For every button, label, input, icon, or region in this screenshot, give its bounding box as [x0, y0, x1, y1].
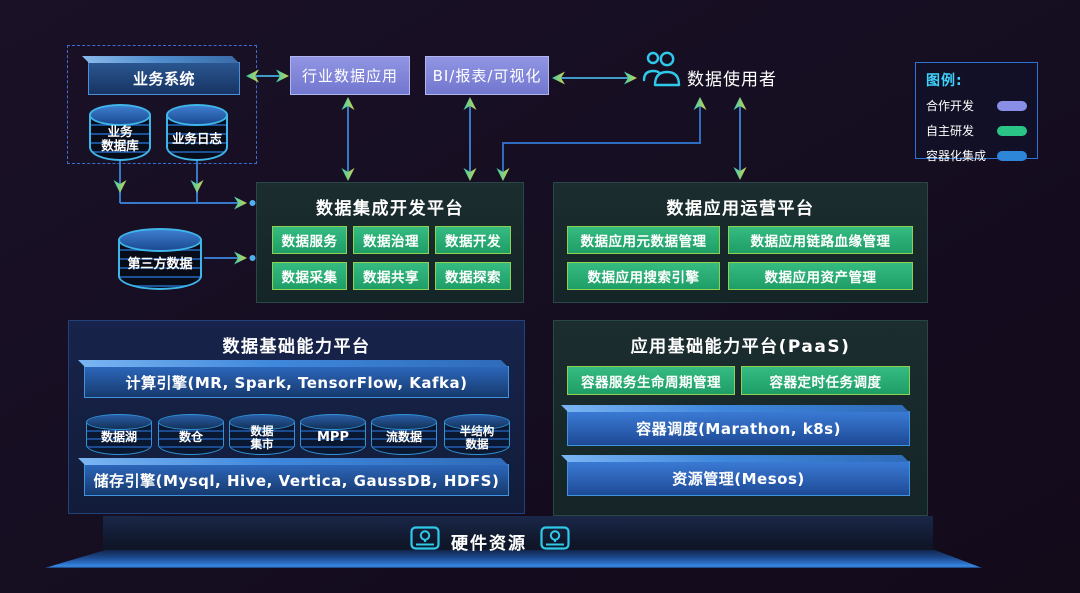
module-container-cron: 容器定时任务调度 [741, 366, 910, 395]
business-db-label: 业务 数据库 [101, 123, 139, 153]
third-party-data-cylinder: 第三方数据 [118, 228, 202, 290]
legend-swatch-purple [997, 100, 1027, 111]
module-data-collect: 数据采集 [272, 262, 347, 290]
store-semistruct-label: 半结构 数据 [459, 423, 495, 451]
legend-swatch-green [997, 125, 1027, 136]
business-log-cylinder: 业务日志 [166, 104, 228, 161]
integration-platform-title: 数据集成开发平台 [316, 199, 464, 219]
store-semistruct-cylinder: 半结构 数据 [444, 414, 510, 455]
cylinder-top [371, 414, 437, 430]
store-stream-cylinder: 流数据 [371, 414, 437, 455]
legend-swatch-blue [997, 150, 1027, 161]
module-app-search: 数据应用搜索引擎 [567, 262, 720, 290]
module-app-metadata: 数据应用元数据管理 [567, 226, 720, 254]
module-app-lineage: 数据应用链路血缘管理 [728, 226, 913, 254]
arrow-bi-integration [463, 97, 477, 181]
arrow-industry-integration [341, 97, 355, 181]
data-user-label: 数据使用者 [687, 70, 777, 90]
module-app-asset: 数据应用资产管理 [728, 262, 913, 290]
legend-label-self: 自主研发 [926, 124, 975, 138]
legend-label-coop: 合作开发 [926, 99, 975, 113]
cylinder-top [229, 414, 295, 430]
third-party-data-label: 第三方数据 [127, 257, 193, 273]
arrow-sources-integration [113, 161, 256, 210]
arrow-bi-user [552, 71, 637, 85]
industry-app-label: 行业数据应用 [301, 67, 398, 85]
operation-modules-grid: 数据应用元数据管理 数据应用链路血缘管理 数据应用搜索引擎 数据应用资产管理 [567, 226, 913, 290]
store-stream-label: 流数据 [385, 430, 422, 445]
cylinder-top [86, 414, 152, 430]
operation-platform-title: 数据应用运营平台 [666, 199, 815, 219]
cylinder-top [158, 414, 224, 430]
cylinder-top [166, 104, 228, 126]
arrow-user-operation [733, 97, 747, 180]
module-data-share: 数据共享 [353, 262, 429, 290]
hardware-resources-label: 硬件资源 [451, 534, 527, 554]
business-system-label: 业务系统 [132, 70, 195, 88]
business-db-cylinder: 业务 数据库 [89, 104, 151, 161]
bi-report-label: BI/报表/可视化 [432, 67, 542, 85]
cylinder-top [89, 104, 151, 126]
arrow-user-integration [496, 97, 707, 181]
storage-engine-bar: 储存引擎(Mysql, Hive, Vertica, GaussDB, HDFS… [84, 464, 509, 496]
resource-manager-bar: 资源管理(Mesos) [567, 461, 910, 496]
data-capability-title: 数据基础能力平台 [222, 337, 371, 357]
container-scheduler-bar: 容器调度(Marathon, k8s) [567, 411, 910, 446]
module-data-develop: 数据开发 [435, 226, 511, 254]
store-datalake-label: 数据湖 [100, 430, 137, 445]
store-datamart-cylinder: 数据 集市 [229, 414, 295, 455]
store-mpp-label: MPP [317, 429, 349, 445]
hard-drive-icon [410, 526, 440, 555]
store-datamart-label: 数据 集市 [250, 423, 274, 451]
arrow-thirdparty-integration [204, 251, 256, 265]
legend: 图例: 合作开发 自主研发 容器化集成 [915, 62, 1038, 163]
hard-drive-icon [540, 526, 570, 555]
business-source-group [67, 45, 257, 164]
module-data-service: 数据服务 [272, 226, 347, 254]
compute-engine-bar: 计算引擎(MR, Spark, TensorFlow, Kafka) [84, 366, 509, 398]
bi-report-box: BI/报表/可视化 [425, 56, 549, 95]
legend-title: 图例: [926, 73, 963, 89]
cylinder-top [444, 414, 510, 430]
container-scheduler-label: 容器调度(Marathon, k8s) [636, 420, 841, 438]
industry-app-box: 行业数据应用 [290, 56, 410, 95]
hardware-stage [103, 516, 933, 550]
module-data-explore: 数据探索 [435, 262, 511, 290]
integration-modules-grid: 数据服务 数据治理 数据开发 数据采集 数据共享 数据探索 [272, 226, 511, 290]
store-warehouse-cylinder: 数仓 [158, 414, 224, 455]
store-datalake-cylinder: 数据湖 [86, 414, 152, 455]
floor-platform [44, 550, 983, 568]
cylinder-top [300, 414, 366, 430]
cylinder-top [118, 228, 202, 252]
legend-row: 合作开发 [926, 97, 1027, 114]
paas-modules-grid: 容器服务生命周期管理 容器定时任务调度 [567, 366, 910, 395]
data-user-icon [641, 49, 681, 95]
business-log-label: 业务日志 [171, 130, 222, 146]
module-data-governance: 数据治理 [353, 226, 429, 254]
legend-row: 自主研发 [926, 122, 1027, 139]
module-container-lifecycle: 容器服务生命周期管理 [567, 366, 735, 395]
business-system-box: 业务系统 [88, 62, 240, 95]
legend-label-container: 容器化集成 [926, 149, 987, 163]
compute-engine-label: 计算引擎(MR, Spark, TensorFlow, Kafka) [125, 373, 468, 392]
resource-manager-label: 资源管理(Mesos) [672, 470, 805, 488]
storage-engine-label: 储存引擎(Mysql, Hive, Vertica, GaussDB, HDFS… [93, 471, 500, 490]
legend-row: 容器化集成 [926, 147, 1027, 164]
store-mpp-cylinder: MPP [300, 414, 366, 455]
paas-platform-title: 应用基础能力平台(PaaS) [630, 337, 851, 357]
store-warehouse-label: 数仓 [178, 430, 203, 445]
